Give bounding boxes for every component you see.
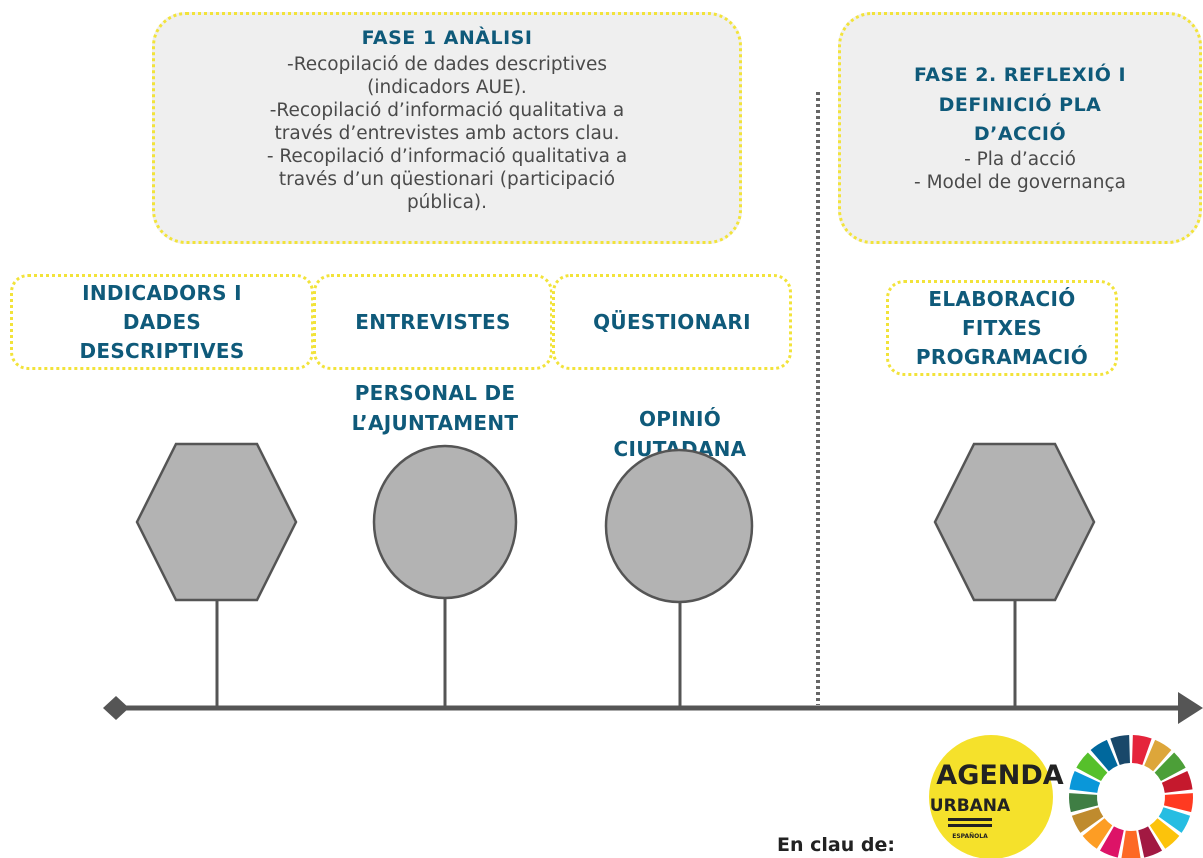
phase-1-line: través d’entrevistes amb actors clau. [274,123,620,144]
phase-1-line: -Recopilació de dades descriptives [287,54,607,75]
phase-2-title-line: DEFINICIÓ PLA [938,94,1102,116]
sub-label-personal: PERSONAL DE L’AJUNTAMENT [351,381,519,435]
phase-1-line: -Recopilació d’informació qualitativa a [269,100,625,121]
sdg-wheel-segment [1110,735,1130,765]
phase-1-line: (indicadors AUE). [367,77,527,98]
stage-questionari-box: QÜESTIONARI [552,274,792,370]
phase-2-line: - Pla d’acció [964,149,1076,170]
phase-1-title: FASE 1 ANÀLISI [361,27,533,49]
phase-2-title-line: D’ACCIÓ [973,123,1067,145]
logo-urbana-text: URBANA [930,796,1011,816]
timeline-start-diamond [103,696,129,720]
sub-label-opinio: OPINIÓ CIUTADANA [614,407,747,461]
stage-entrevistes-box: ENTREVISTES [313,274,553,370]
logo-agenda-text: AGENDA [936,760,1064,791]
timeline-arrow-head [1178,692,1203,724]
sdg-wheel-segment [1158,807,1191,833]
footer-en-clau-de: En clau de: [777,834,895,856]
sdg-wheel-segment [1144,739,1172,772]
phase-1-box: FASE 1 ANÀLISI -Recopilació de dades des… [152,12,742,244]
phase-1-line: pública). [406,192,488,213]
circle-entrevistes [372,444,518,600]
sdg-wheel-segment [1132,735,1152,765]
logo-espanola-text: ESPAÑOLA [952,833,988,840]
sdg-wheel-segment [1090,739,1118,772]
sdg-wheel-icon [1069,735,1193,858]
stage-elaboracio-box: ELABORACIÓ FITXES PROGRAMACIÓ [886,280,1118,376]
sdg-wheel-segment [1071,807,1104,833]
sdg-wheel-segment [1082,818,1113,849]
phase-2-box: FASE 2. REFLEXIÓ I DEFINICIÓ PLA D’ACCIÓ… [838,12,1202,244]
hexagon-indicadors [135,442,298,602]
sdg-wheel-segment [1161,771,1193,793]
circle-questionari [604,448,754,604]
sdg-wheel-segment [1121,830,1141,858]
sdg-wheel-segment [1069,771,1101,793]
sdg-wheel-segment [1154,752,1186,781]
phase-2-title-line: FASE 2. REFLEXIÓ I [913,64,1127,86]
hexagon-elaboracio [933,442,1096,602]
sdg-wheel-segment [1138,826,1163,858]
sdg-wheel-segment [1163,793,1193,813]
sdg-wheel-segment [1149,818,1180,849]
sdg-wheel-segment [1099,826,1124,858]
phase-1-line: través d’un qüestionari (participació [278,169,616,190]
sdg-wheel-segment [1076,752,1108,781]
phase-1-line: - Recopilació d’informació qualitativa a [266,146,628,167]
stage-indicadors-box: INDICADORS I DADES DESCRIPTIVES [10,274,314,370]
sdg-wheel-segment [1069,793,1099,813]
phase-2-line: - Model de governança [914,172,1126,193]
agenda-urbana-logo: AGENDA URBANA ESPAÑOLA [929,735,1064,858]
